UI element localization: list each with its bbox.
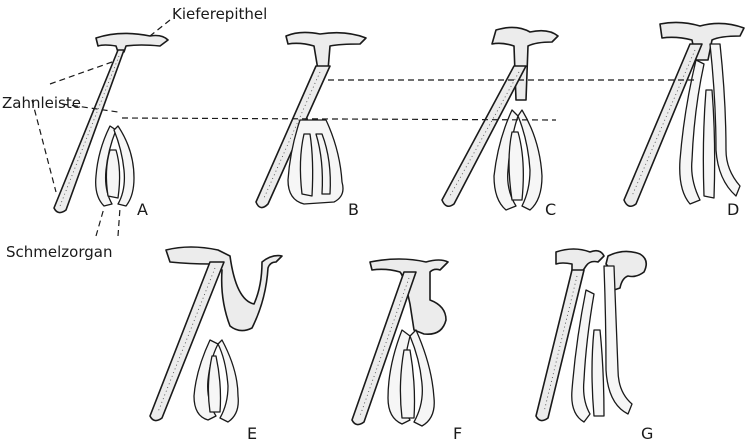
- stage-label-a: A: [137, 200, 148, 219]
- label-kieferepithel: Kieferepithel: [172, 5, 267, 23]
- stage-f-drawing: [352, 259, 448, 426]
- stage-a-drawing: [54, 33, 168, 212]
- label-schmelzorgan: Schmelzorgan: [6, 243, 112, 261]
- leader-schmelzorgan-2: [118, 208, 120, 236]
- stage-label-b: B: [348, 200, 359, 219]
- leader-kieferepithel: [150, 20, 170, 36]
- stage-label-f: F: [453, 424, 462, 442]
- leader-zahnleiste-3: [32, 100, 56, 192]
- leader-lines: [32, 20, 170, 236]
- label-zahnleiste: Zahnleiste: [2, 94, 81, 112]
- stage-label-g: G: [641, 424, 653, 442]
- stage-g-drawing: [536, 249, 646, 422]
- stage-e-drawing: [150, 247, 282, 422]
- leader-schmelzorgan-1: [96, 208, 104, 236]
- stage-label-c: C: [545, 200, 556, 219]
- stage-c-drawing: [442, 27, 558, 210]
- leader-zahnleiste-1: [50, 62, 112, 84]
- stage-b-drawing: [256, 32, 366, 207]
- reference-lines: [122, 80, 696, 120]
- stage-label-e: E: [247, 424, 257, 442]
- stage-label-d: D: [727, 200, 739, 219]
- stage-d-drawing: [624, 22, 744, 206]
